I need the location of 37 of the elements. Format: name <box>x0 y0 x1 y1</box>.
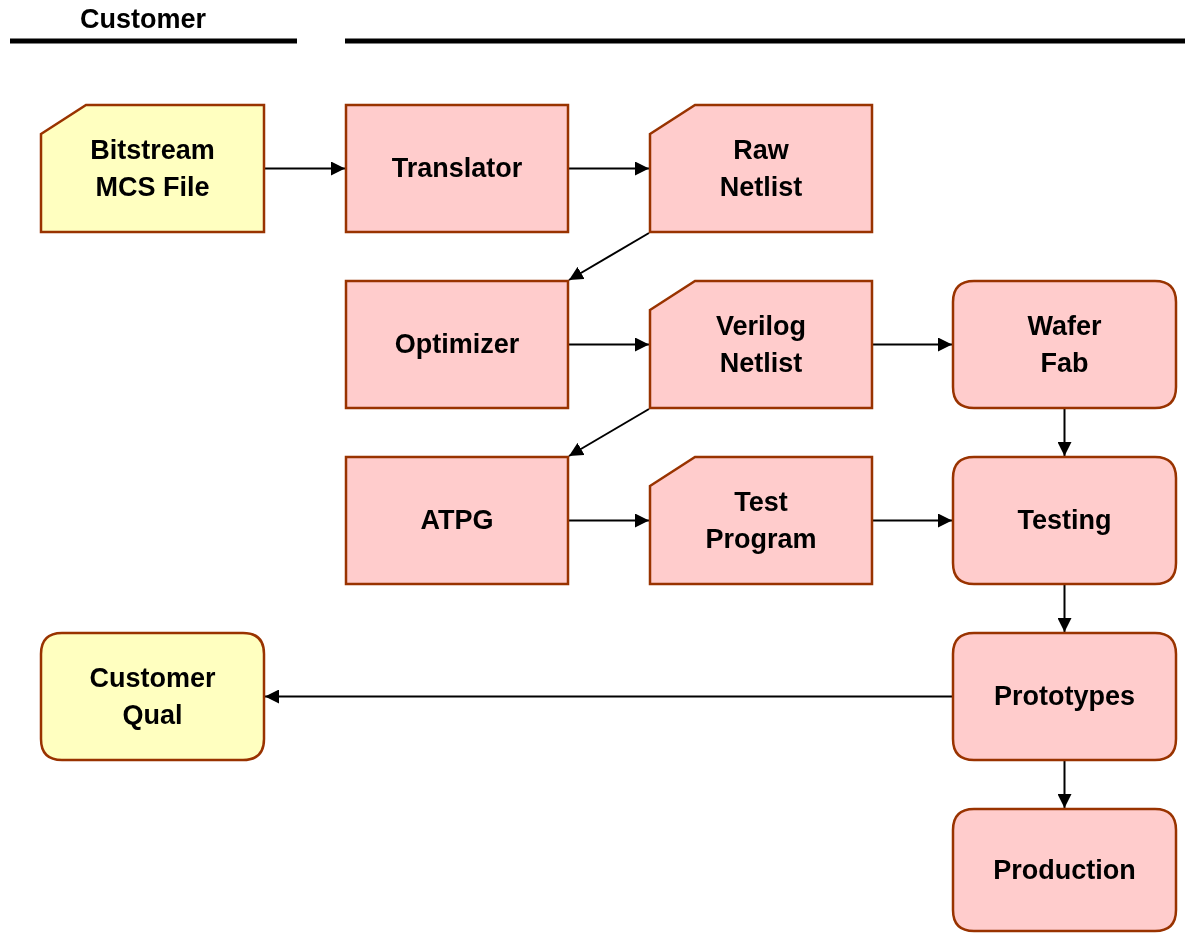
node-label: Bitstream MCS File <box>89 133 216 204</box>
arrow <box>568 337 650 352</box>
rounded-box <box>952 280 1177 409</box>
arrow <box>1057 408 1072 457</box>
node-label: ATPG <box>420 504 494 537</box>
arrow <box>568 513 650 528</box>
document-box <box>40 104 265 233</box>
arrow <box>872 513 953 528</box>
arrow <box>568 408 650 457</box>
rounded-box <box>952 456 1177 585</box>
node-label: Production <box>993 853 1136 887</box>
document-box <box>649 456 873 585</box>
arrow <box>1057 584 1072 633</box>
arrow <box>1057 760 1072 809</box>
arrow <box>568 161 650 176</box>
process-box <box>345 456 569 585</box>
rounded-box <box>952 632 1177 761</box>
node-label: Wafer Fab <box>1026 309 1103 380</box>
node-label: Testing <box>1017 504 1112 537</box>
document-box <box>649 104 873 233</box>
node-label: Optimizer <box>394 328 520 361</box>
arrow <box>872 337 953 352</box>
node-label: Raw Netlist <box>718 133 804 204</box>
process-box <box>345 104 569 233</box>
column-heading: Customer <box>80 4 207 35</box>
rounded-box <box>40 632 265 761</box>
node-label: Translator <box>391 152 523 185</box>
arrow <box>264 689 953 704</box>
rounded-box <box>952 808 1177 932</box>
process-box <box>345 280 569 409</box>
arrow <box>568 232 650 281</box>
node-label: Prototypes <box>994 680 1135 713</box>
node-label: Customer Qual <box>88 661 217 732</box>
node-label: Test Program <box>704 485 818 556</box>
arrow <box>264 161 346 176</box>
document-box <box>649 280 873 409</box>
node-label: Verilog Netlist <box>715 309 807 380</box>
